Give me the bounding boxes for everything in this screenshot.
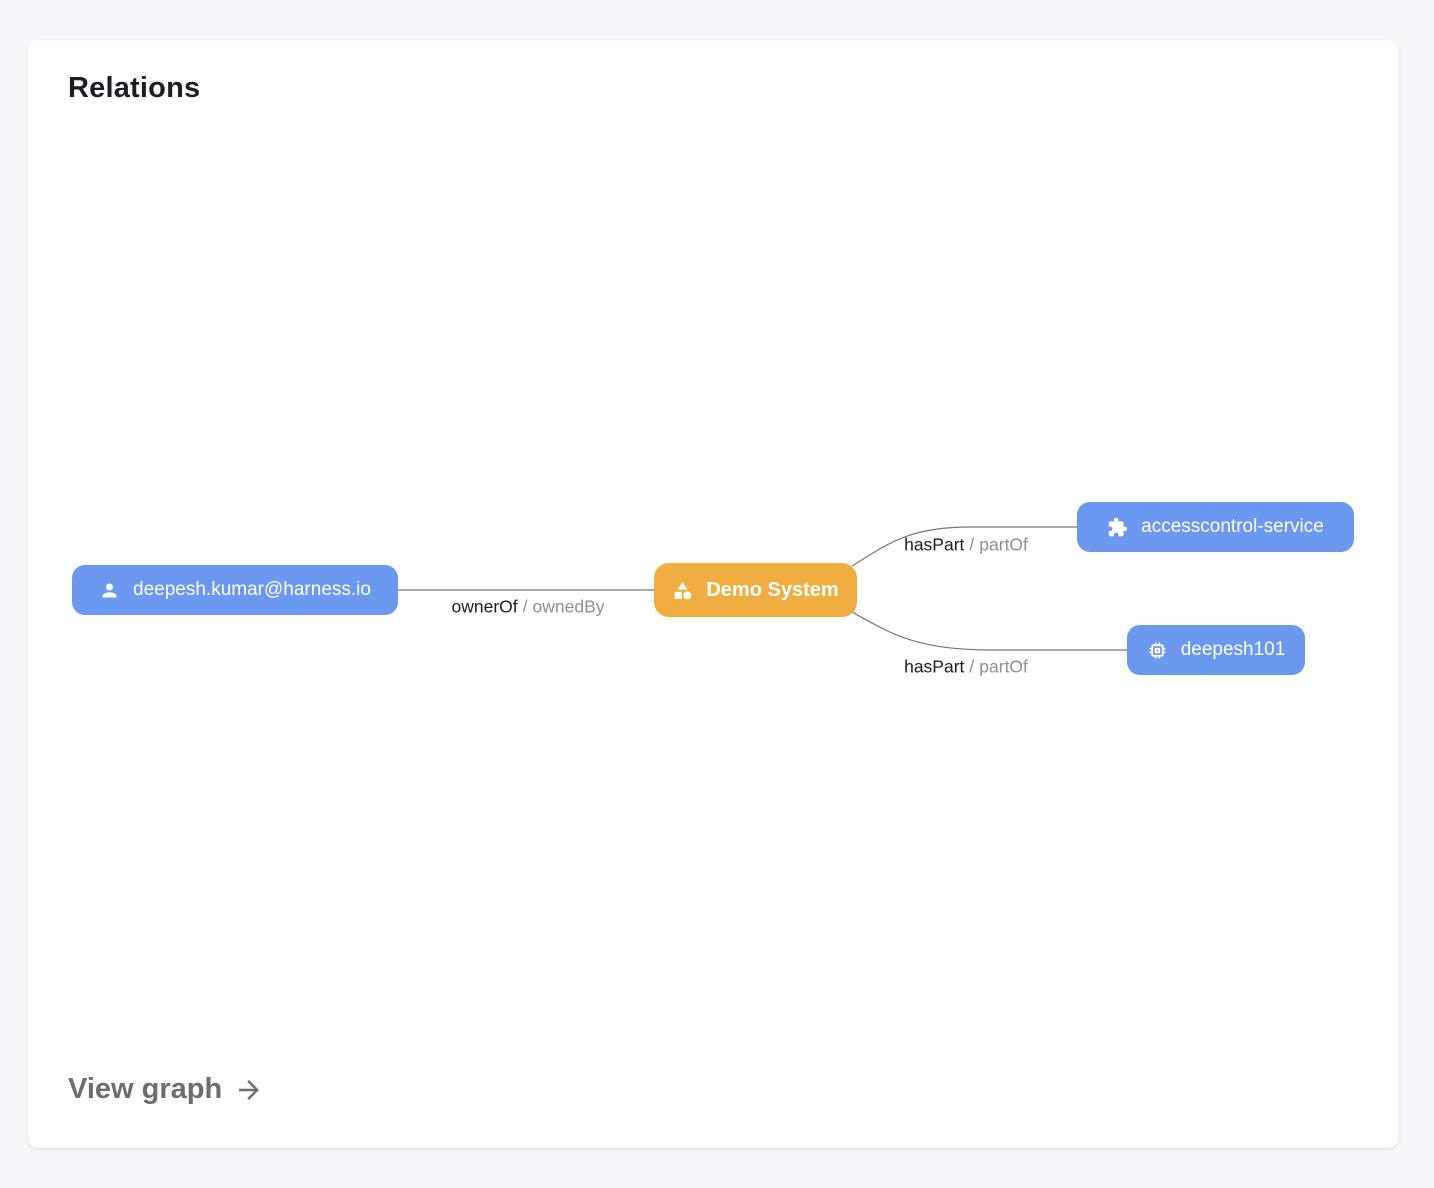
node-label: accesscontrol-service xyxy=(1141,516,1324,537)
edge-label-secondary: ownedBy xyxy=(532,596,605,617)
category-icon xyxy=(672,580,693,601)
edge-label-separator: / xyxy=(522,596,528,617)
node-deepesh101[interactable]: deepesh101 xyxy=(1127,625,1305,675)
edge-label-secondary: partOf xyxy=(979,656,1028,677)
edge-label-primary: hasPart xyxy=(904,656,965,677)
edge-haspart-bottom xyxy=(851,611,1127,651)
edge-label-primary: hasPart xyxy=(904,534,965,555)
edge-label-secondary: partOf xyxy=(979,534,1028,555)
person-icon xyxy=(99,580,120,601)
edge-label-ownerof: ownerOf/ownedBy xyxy=(451,597,604,618)
relations-card: Relations deepesh.kumar@harness.io Demo … xyxy=(28,40,1398,1148)
card-title: Relations xyxy=(68,72,201,104)
edge-label-separator: / xyxy=(969,534,975,555)
chip-icon xyxy=(1147,640,1168,661)
edge-label-primary: ownerOf xyxy=(451,596,518,617)
puzzle-icon xyxy=(1107,517,1128,538)
arrow-right-icon xyxy=(239,1079,260,1100)
edge-label-separator: / xyxy=(969,656,975,677)
node-user-deepesh-kumar[interactable]: deepesh.kumar@harness.io xyxy=(72,565,398,615)
edge-label-haspart-top: hasPart/partOf xyxy=(904,535,1028,556)
node-accesscontrol-service[interactable]: accesscontrol-service xyxy=(1077,502,1354,552)
view-graph-label: View graph xyxy=(68,1073,223,1105)
relations-diagram: deepesh.kumar@harness.io Demo System acc… xyxy=(28,40,1398,1148)
edge-label-haspart-bottom: hasPart/partOf xyxy=(904,657,1028,678)
node-label: deepesh.kumar@harness.io xyxy=(133,579,371,600)
node-label: deepesh101 xyxy=(1180,639,1286,660)
node-label: Demo System xyxy=(706,578,839,601)
view-graph-link[interactable]: View graph xyxy=(68,1073,264,1106)
node-demo-system[interactable]: Demo System xyxy=(654,563,857,617)
